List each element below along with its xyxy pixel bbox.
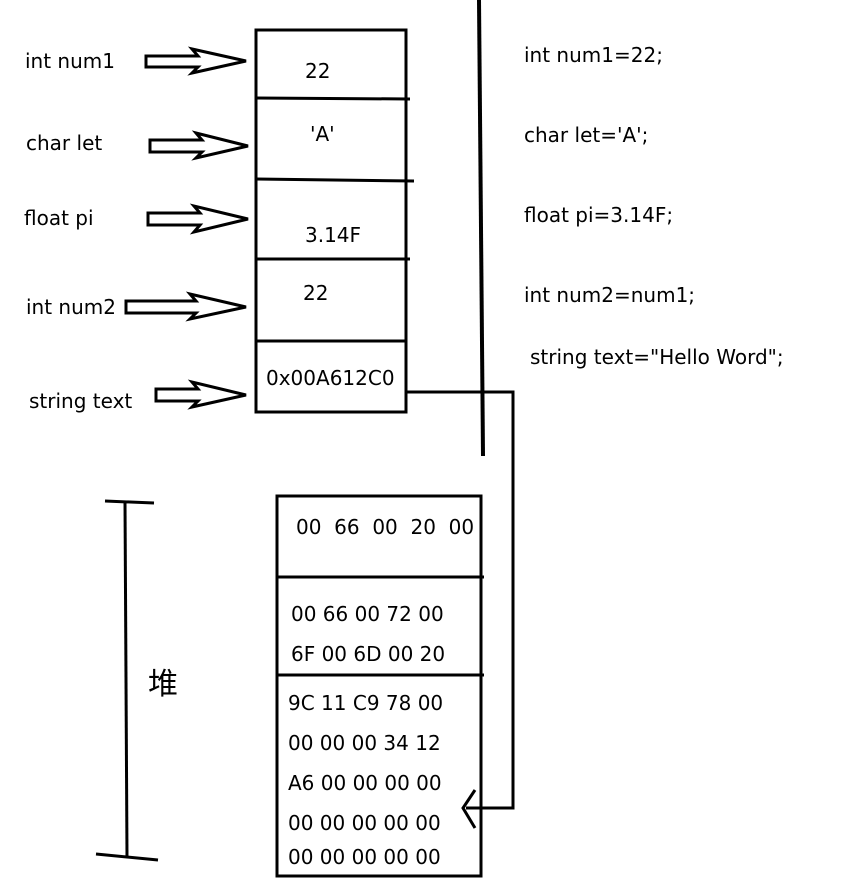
heap-row: 00 00 00 34 12: [288, 731, 441, 755]
stack-values: 22 'A' 3.14F 22 0x00A612C0: [266, 59, 395, 390]
variable-labels: int num1 char let float pi int num2 stri…: [24, 49, 132, 413]
stack-value-text: 0x00A612C0: [266, 366, 395, 390]
arrow-icon: [154, 379, 247, 410]
label-let: char let: [26, 131, 102, 155]
heap-row: 00 00 00 00 00: [288, 845, 441, 869]
stack-value-num2: 22: [303, 281, 328, 305]
label-text: string text: [29, 389, 132, 413]
reference-arrow: [406, 390, 515, 829]
heap-row: A6 00 00 00 00: [288, 771, 442, 795]
arrow-icon: [146, 203, 249, 235]
label-arrows: [124, 46, 249, 410]
heap-cell-3: 9C 11 C9 78 00 00 00 00 34 12 A6 00 00 0…: [288, 691, 443, 869]
heap-row: 6F 00 6D 00 20: [291, 642, 445, 666]
arrow-icon: [148, 130, 249, 161]
arrowhead-icon: [461, 789, 477, 829]
heap-row: 00 00 00 00 00: [288, 811, 441, 835]
section-divider: [477, 0, 485, 457]
stack-value-num1: 22: [305, 59, 330, 83]
heap-label: 堆: [148, 667, 178, 702]
heap-block: [275, 494, 484, 878]
arrow-icon: [144, 46, 247, 76]
label-num1: int num1: [25, 49, 115, 73]
heap-bracket: [95, 499, 159, 862]
heap-cell-2: 00 66 00 72 00 6F 00 6D 00 20: [291, 602, 445, 666]
heap-row: 00 66 00 20 00: [296, 515, 474, 539]
stack-frame: [254, 28, 415, 414]
code-line: int num1=22;: [524, 43, 663, 67]
code-lines: int num1=22; char let='A'; float pi=3.14…: [524, 43, 784, 369]
heap-cell-1: 00 66 00 20 00: [296, 515, 474, 539]
code-line: char let='A';: [524, 123, 648, 147]
code-line: int num2=num1;: [524, 283, 695, 307]
heap-row: 9C 11 C9 78 00: [288, 691, 443, 715]
arrow-icon: [124, 291, 247, 322]
stack-value-pi: 3.14F: [305, 223, 361, 247]
stack-value-let: 'A': [310, 122, 335, 146]
label-pi: float pi: [24, 206, 94, 230]
heap-row: 00 66 00 72 00: [291, 602, 444, 626]
code-line: string text="Hello Word";: [530, 345, 784, 369]
code-line: float pi=3.14F;: [524, 203, 673, 227]
label-num2: int num2: [26, 295, 116, 319]
